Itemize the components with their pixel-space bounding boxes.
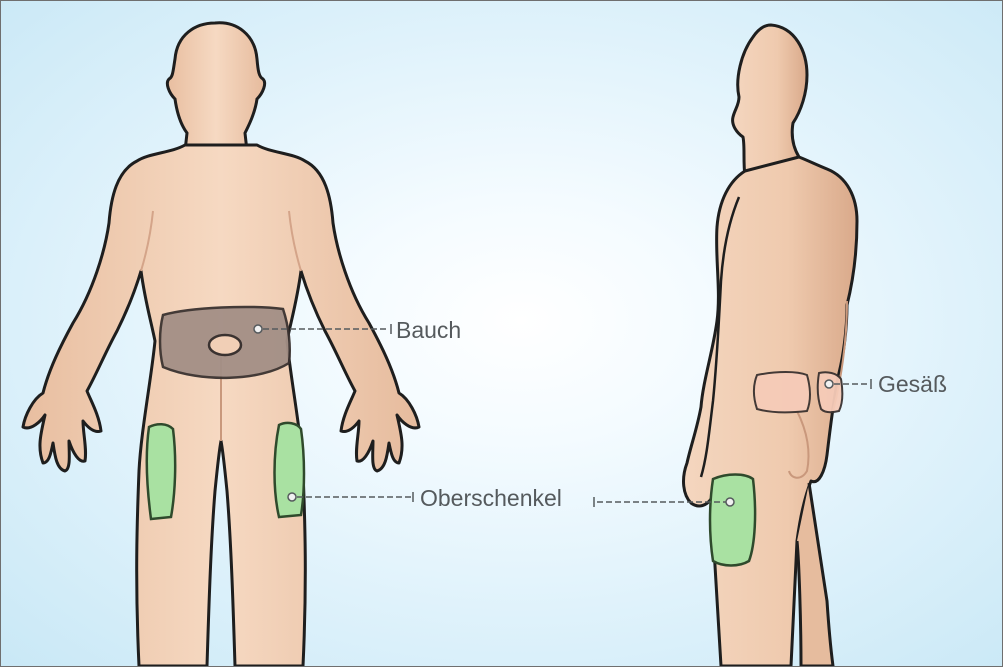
thigh-zone-left xyxy=(147,424,175,519)
thigh-marker-front xyxy=(288,493,296,501)
buttocks-label: Gesäß xyxy=(878,373,947,396)
buttocks-zone-right xyxy=(818,372,843,412)
front-head xyxy=(167,23,264,151)
abdomen-label: Bauch xyxy=(396,319,461,342)
buttocks-marker xyxy=(825,380,833,388)
side-figure xyxy=(684,25,857,666)
front-figure xyxy=(23,23,419,666)
side-head xyxy=(733,25,807,177)
navel xyxy=(209,335,241,355)
thigh-label: Oberschenkel xyxy=(420,487,562,510)
abdomen-marker xyxy=(254,325,262,333)
thigh-marker-side xyxy=(726,498,734,506)
thigh-zone-right xyxy=(275,423,305,517)
buttocks-zone-left xyxy=(754,372,810,412)
thigh-zone-side xyxy=(710,475,755,566)
